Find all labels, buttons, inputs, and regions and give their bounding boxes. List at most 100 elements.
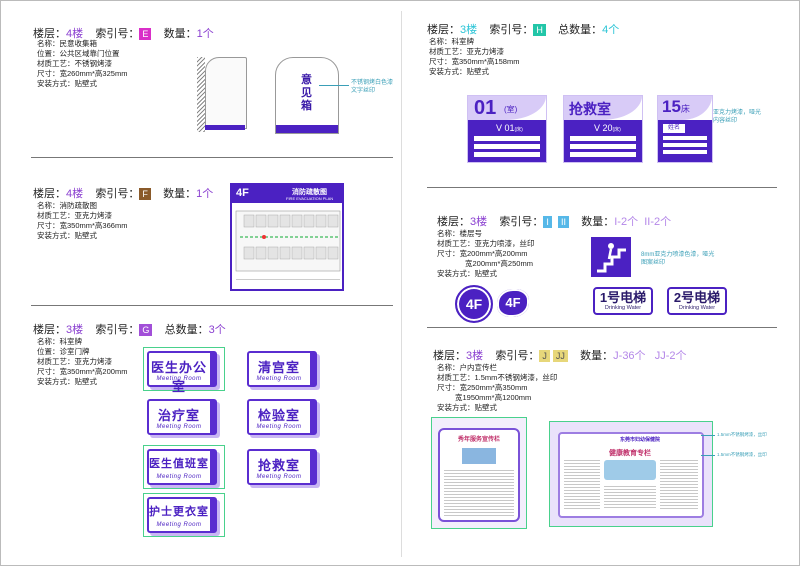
info-line: 位置：诊室门牌	[37, 347, 90, 356]
index-badge: JJ	[552, 350, 568, 362]
board-title: 秀年服务宣传栏	[457, 437, 500, 443]
room-sign-title: 检验室	[257, 408, 300, 423]
floor-value: 4楼	[66, 28, 84, 40]
divider	[31, 157, 393, 158]
material-note: 不锈钢烤白色漆 文字丝印	[351, 80, 394, 94]
index-badge: E	[139, 28, 152, 40]
info-line: 材质工艺：1.5mm不锈钢烤漆，丝印	[437, 373, 558, 382]
evacuation-plan: 4F 消防疏散图 FIRE EVACUATION PLAN	[230, 183, 344, 291]
info-line: 材质工艺：亚克力喷漆，丝印	[437, 239, 535, 248]
sign-frame	[143, 347, 225, 391]
info-line: 材质工艺：不锈钢烤漆	[37, 59, 112, 68]
qty-label: 数量：	[163, 28, 197, 40]
qty-label: 数量：	[163, 188, 197, 200]
index-label: 索引号：	[499, 216, 544, 228]
leader-line	[701, 455, 715, 456]
info-line: 名称：民意收集箱	[37, 39, 97, 48]
section-h-header: 楼层：3楼 索引号：H 总数量：4个	[427, 21, 619, 37]
info-line: 材质工艺：亚克力烤漆	[37, 211, 112, 220]
section-j-info: 名称：户内宣传栏 材质工艺：1.5mm不锈钢烤漆，丝印 尺寸：宽250mm*高3…	[437, 363, 557, 413]
divider	[427, 187, 777, 188]
qty-label: 数量：	[581, 216, 615, 228]
info-line: 安装方式：贴壁式	[37, 231, 97, 240]
info-line: 安装方式：贴壁式	[429, 67, 489, 76]
elevator-sub: Drinking Water	[678, 305, 716, 311]
room-sign-title: 清宫室	[257, 360, 300, 375]
room-sign-title: 医生值班室	[149, 458, 209, 470]
floor-badge-text: 4F	[505, 295, 521, 310]
room-sign-sub: Meeting Room	[156, 474, 202, 480]
ward-sign-rescue: 抢救室 V 20(床)	[563, 95, 643, 163]
floor-label: 楼层：	[433, 350, 466, 362]
bulletin-board-large: 东莞市妇幼保健院 健康教育专栏	[549, 421, 713, 527]
floor-value: 3楼	[470, 216, 488, 228]
bed-number: 15床	[662, 97, 690, 117]
floor-label: 楼层：	[33, 28, 66, 40]
floor-badge-round: 4F	[455, 285, 493, 323]
section-e-header: 楼层：4楼 索引号：E 数量：1个	[33, 25, 214, 41]
board-logo: 东莞市妇幼保健院	[620, 437, 661, 443]
elevator-title: 1号电梯	[599, 290, 647, 305]
plan-subtitle: FIRE EVACUATION PLAN	[286, 196, 334, 201]
index-label: 索引号：	[95, 188, 140, 200]
qty-value: 4个	[602, 24, 620, 36]
info-line: 尺寸：宽350mm*高200mm	[37, 367, 128, 376]
section-f-info: 名称：消防疏散图 材质工艺：亚克力烤漆 尺寸：宽350mm*高366mm 安装方…	[37, 201, 127, 241]
stairs-icon	[597, 243, 626, 273]
info-line: 位置：公共区域靠门位置	[37, 49, 120, 58]
suggestion-box-front: 意见箱	[275, 57, 339, 134]
sign-frame	[143, 493, 225, 537]
info-line: 名称：户内宣传栏	[437, 363, 497, 372]
room-sign-sub: Meeting Room	[256, 376, 302, 382]
index-label: 索引号：	[489, 24, 534, 36]
room-sign-sub: Meeting Room	[256, 474, 302, 480]
center-divider	[401, 11, 402, 557]
qty-value: 3个	[208, 324, 226, 336]
room-unit: (室)	[504, 105, 518, 114]
room-sign-title: 医生办公室	[150, 360, 207, 394]
room-number: 01	[474, 97, 497, 119]
info-line: 尺寸：宽260mm*高325mm	[37, 69, 128, 78]
qty-value: 1个	[196, 28, 214, 40]
floor-label: 楼层：	[437, 216, 470, 228]
info-line: 名称：科室牌	[37, 337, 82, 346]
bed-unit: (床)	[514, 127, 523, 133]
room-sign-sub: Meeting Room	[156, 522, 202, 528]
suggestion-box-side-view	[197, 57, 247, 132]
room-sign-sub: Meeting Room	[156, 424, 202, 430]
bed-number-unit: 床	[680, 104, 690, 114]
plan-legend	[236, 279, 340, 286]
index-label: 索引号：	[95, 28, 140, 40]
info-line: 名称：科室牌	[429, 37, 474, 46]
index-label: 索引号：	[95, 324, 140, 336]
bed-range: V 01(床)	[496, 123, 523, 133]
qty-value: JJ-2个	[654, 350, 687, 362]
floor-value: 3楼	[66, 324, 84, 336]
section-h-info: 名称：科室牌 材质工艺：亚克力烤漆 尺寸：宽350mm*高158mm 安装方式：…	[429, 37, 519, 77]
material-note: 亚克力烤漆，哑光 内容丝印	[713, 110, 762, 124]
info-line: 宽1950mm*高1200mm	[455, 393, 532, 402]
elevator-title: 2号电梯	[673, 290, 721, 305]
elevator-sub: Drinking Water	[604, 305, 642, 311]
plan-floor: 4F	[236, 187, 249, 199]
info-line: 材质工艺：亚克力烤漆	[429, 47, 504, 56]
index-label: 索引号：	[495, 350, 540, 362]
qty-value: J-36个	[613, 350, 646, 362]
qty-value: II-2个	[644, 216, 672, 228]
index-badge: H	[533, 24, 546, 36]
bed-number-value: 15	[662, 97, 681, 116]
bed-sign: 15床 姓名	[657, 95, 713, 163]
qty-label: 总数量：	[164, 324, 209, 336]
index-badge: I	[543, 216, 552, 228]
floor-label: 楼层：	[427, 24, 460, 36]
qty-value: I-2个	[614, 216, 639, 228]
section-f-header: 楼层：4楼 索引号：F 数量：1个	[33, 185, 213, 201]
floor-value: 3楼	[460, 24, 478, 36]
plan-title: 消防疏散图	[292, 189, 327, 196]
section-g-info: 名称：科室牌 位置：诊室门牌 材质工艺：亚克力烤漆 尺寸：宽350mm*高200…	[37, 337, 127, 387]
room-sign-title: 治疗室	[157, 408, 200, 423]
floor-badge-leaf: 4F	[497, 289, 529, 317]
